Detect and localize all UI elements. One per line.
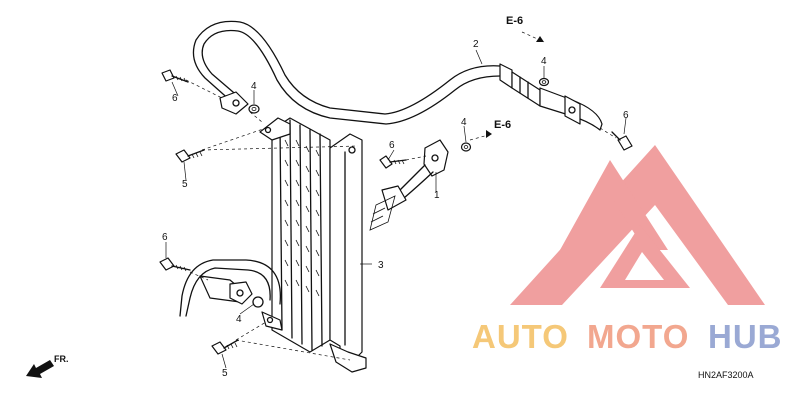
bolt-6-mid-icon [379, 155, 407, 169]
callout-6-right: 6 [623, 110, 629, 121]
watermark-word-moto: MOTO [587, 318, 689, 355]
callout-4-mid: 4 [461, 117, 467, 128]
callout-6-upper-left: 6 [172, 93, 178, 104]
ref-label-e6-top: E-6 [506, 15, 523, 27]
callout-6-mid: 6 [389, 140, 395, 151]
washer-4-mid-icon [460, 142, 472, 152]
ref-e6-mid[interactable]: E-6 [469, 119, 511, 141]
callout-5-upper: 5 [182, 179, 188, 190]
bolt-6-right-icon [611, 131, 633, 151]
watermark-word-auto: AUTO [472, 318, 569, 355]
front-arrow-icon [26, 360, 54, 378]
callouts: 1 2 3 4 4 4 4 5 5 6 6 6 6 [162, 39, 629, 379]
callout-2: 2 [473, 39, 479, 50]
bolt-6-lower-left-icon [159, 257, 191, 272]
leader-lines [165, 49, 627, 369]
callout-4-right: 4 [541, 56, 547, 67]
callout-4-upper: 4 [251, 81, 257, 92]
callout-1: 1 [434, 190, 440, 201]
front-direction-marker: FR. [26, 354, 69, 378]
bolt-6-upper-left-icon [161, 69, 189, 83]
logo-triangle-mark [510, 145, 765, 305]
logo-inner-triangle-hole [625, 252, 664, 280]
automotohub-logo-icon [510, 145, 765, 305]
oil-cooler-core [259, 117, 367, 373]
washer-4-upper-icon [248, 104, 260, 114]
callout-6-lower-left: 6 [162, 232, 168, 243]
callout-4-lower: 4 [236, 314, 242, 325]
watermark-text: AUTO MOTO HUB [472, 318, 783, 355]
washer-4-right-icon [538, 77, 550, 87]
oil-cooler-hose-middle [369, 139, 449, 231]
callout-3: 3 [378, 260, 384, 271]
arrow-icon [536, 36, 544, 42]
bolt-5-upper-icon [175, 149, 205, 163]
front-label: FR. [54, 354, 69, 364]
arrow-icon [486, 130, 492, 138]
oil-cooler-hose-lower [179, 259, 282, 317]
assembly-dashed-lines [185, 79, 617, 361]
callout-5-lower: 5 [222, 368, 228, 379]
ref-e6-top[interactable]: E-6 [506, 15, 545, 43]
watermark-word-hub: HUB [708, 318, 783, 355]
ref-label-e6-mid: E-6 [494, 119, 511, 131]
oil-cooler-hose-upper [192, 20, 603, 131]
bolt-5-lower-icon [211, 339, 239, 355]
drawing-code: HN2AF3200A [698, 370, 754, 380]
